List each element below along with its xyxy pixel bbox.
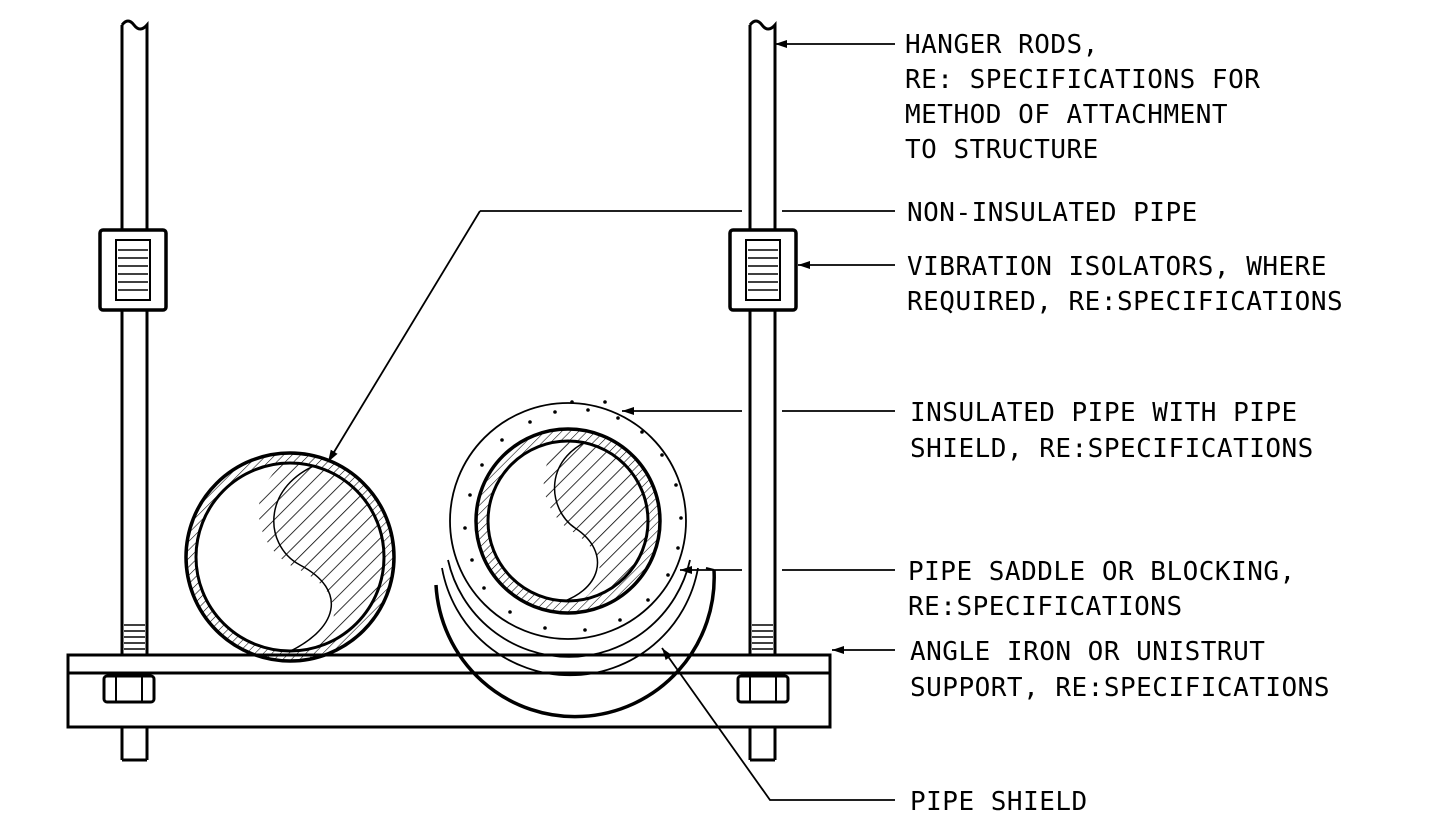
callout-vibration-isolators: VIBRATION ISOLATORS, WHERE REQUIRED, RE:…: [907, 252, 1343, 317]
non-insulated-pipe: [184, 451, 396, 663]
insulation-dots: [463, 400, 683, 632]
callout-insulated-pipe: INSULATED PIPE WITH PIPE SHIELD, RE:SPEC…: [910, 398, 1314, 464]
callout-angle-iron: ANGLE IRON OR UNISTRUT SUPPORT, RE:SPECI…: [910, 637, 1330, 703]
callout-line: INSULATED PIPE WITH PIPE: [910, 398, 1298, 428]
callout-pipe-shield: PIPE SHIELD: [910, 787, 1088, 816]
right-vibration-isolator: [728, 228, 798, 312]
callout-line: TO STRUCTURE: [905, 135, 1099, 165]
angle-iron-support: [66, 653, 832, 729]
left-vibration-isolator: [98, 228, 168, 312]
callout-line: NON-INSULATED PIPE: [907, 198, 1198, 228]
callout-line: RE: SPECIFICATIONS FOR: [905, 65, 1260, 95]
callout-hanger-rods: HANGER RODS, RE: SPECIFICATIONS FOR METH…: [905, 30, 1260, 165]
insulated-pipe: [449, 402, 687, 640]
callout-line: METHOD OF ATTACHMENT: [905, 100, 1228, 130]
callout-line: HANGER RODS,: [905, 30, 1099, 60]
callout-pipe-saddle: PIPE SADDLE OR BLOCKING, RE:SPECIFICATIO…: [908, 557, 1296, 622]
right-hanger-rod: [748, 19, 777, 762]
leader-lines: [327, 40, 895, 801]
callout-line: PIPE SHIELD: [910, 787, 1088, 816]
callout-line: SHIELD, RE:SPECIFICATIONS: [910, 434, 1314, 464]
callout-line: RE:SPECIFICATIONS: [908, 592, 1183, 622]
callout-non-insulated-pipe: NON-INSULATED PIPE: [907, 198, 1198, 228]
callout-line: REQUIRED, RE:SPECIFICATIONS: [907, 287, 1343, 317]
callout-line: PIPE SADDLE OR BLOCKING,: [908, 557, 1296, 587]
callout-line: VIBRATION ISOLATORS, WHERE: [907, 252, 1327, 282]
nuts-over-support: [102, 674, 790, 704]
pipe-saddle: [441, 559, 699, 677]
callout-line: SUPPORT, RE:SPECIFICATIONS: [910, 673, 1330, 703]
callout-line: ANGLE IRON OR UNISTRUT: [910, 637, 1265, 667]
